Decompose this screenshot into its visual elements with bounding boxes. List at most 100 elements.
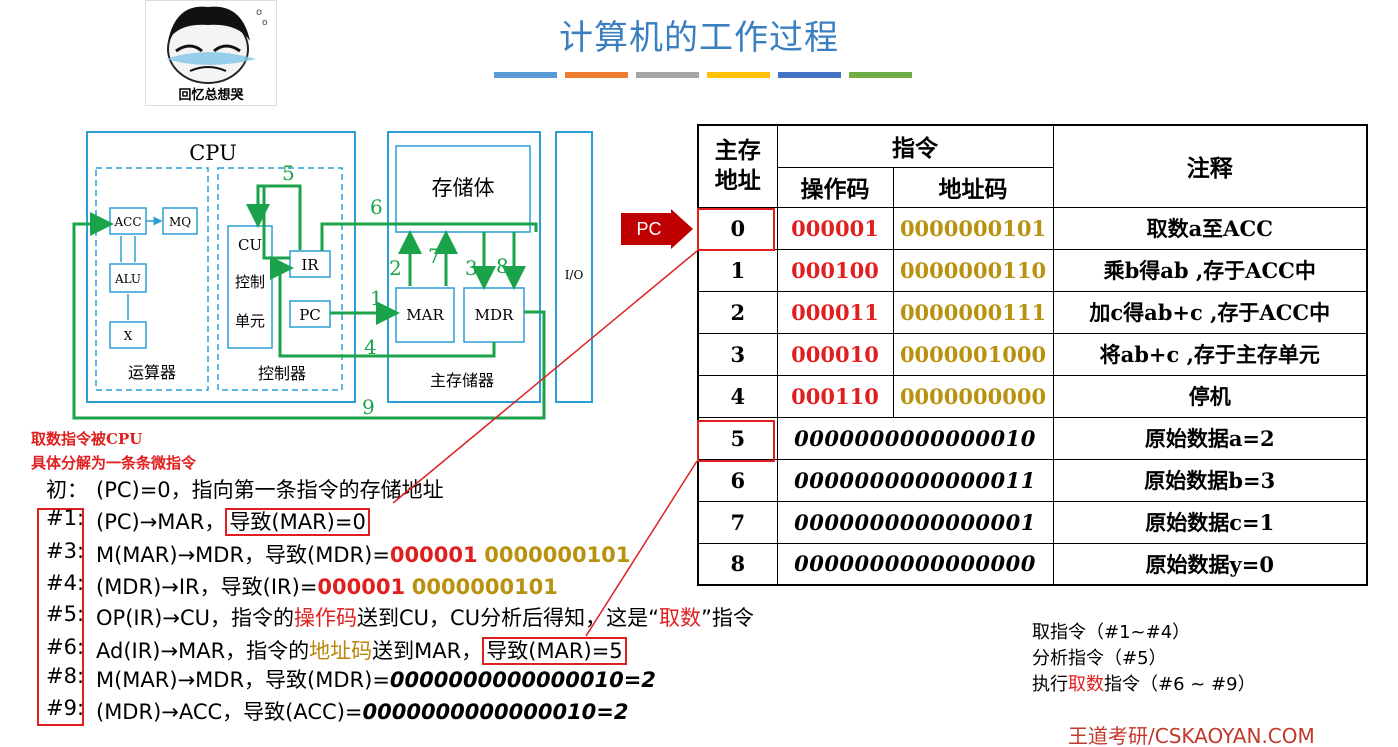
cu-label: CU [238,236,262,254]
title-color-bar [494,72,912,78]
phase-note-fetch: 取指令（#1~#4） [1032,622,1191,643]
pc-pointer-label: PC [636,219,661,239]
red-note-line2: 具体分解为一条条微指令 [31,454,197,472]
cell-address: 4 [697,374,778,418]
cell-address-code: 0000001000 [892,332,1054,376]
step-text: (MDR)→ACC，导致(ACC)=0000000000000010=2 [96,696,629,726]
phase-note-emphasis: 取数 [1068,674,1104,695]
step-number-8: 8 [496,254,509,278]
ir-register [289,250,331,278]
cell-address-code: 0000000111 [892,290,1054,334]
step-label: #8: [46,664,85,688]
path-ir-to-mar [320,222,538,251]
data-value: 0000000000000010=2 [389,668,656,692]
io-box [555,131,593,403]
opcode-term: 操作码 [294,606,357,630]
cell-note: 原始数据y=0 [1052,542,1368,586]
cpu-box [86,131,356,403]
address-value: 0000000101 [484,543,631,567]
step-label: #3: [46,539,85,563]
color-bar-segment [778,72,841,78]
storage-body [395,145,531,233]
cpu-label: CPU [189,141,237,165]
io-label: I/O [565,268,584,282]
alu-box [109,263,147,293]
mq-register [162,207,198,235]
alu-section [95,167,209,391]
red-note-line1: 取数指令被CPU [31,430,143,448]
alu-unit-label: 运算器 [128,363,176,382]
table-header-row: 主存地址 指令 注释 [697,124,1368,208]
alu-label: ALU [114,272,141,286]
cell-address-code: 0000000000 [892,374,1054,418]
table-row: 7 0000000000000001 原始数据c=1 [697,500,1368,544]
memory-contents-table: 主存地址 指令 注释 操作码 地址码 0 000001 0000000101 取… [697,124,1368,586]
slide-title: 计算机的工作过程 [559,18,839,58]
phase-notes: 取指令（#1~#4） 分析指令（#5） 执行取数指令（#6 ~ #9） [1032,620,1256,698]
color-bar-segment [849,72,912,78]
step-text: OP(IR)→CU，指令的操作码送到CU，CU分析后得知，这是“取数”指令 [96,602,754,632]
step-text-part: M(MAR)→MDR，导致(MDR)= [96,543,390,567]
cell-note: 取数a至ACC [1052,206,1368,250]
cell-address: 1 [697,248,778,292]
step-number-2: 2 [389,256,402,280]
fetch-term: 取数 [658,606,701,630]
cell-address: 0 [697,206,778,250]
cell-opcode: 000100 [776,248,894,292]
cell-address: 6 [697,458,778,502]
step-label: #5: [46,602,85,626]
cell-data: 0000000000000010 [776,416,1054,460]
mdr-label: MDR [475,306,514,324]
step-text: (PC)=0，指向第一条指令的存储地址 [96,478,444,502]
crying-face-icon: o o [166,6,268,84]
step-number-9: 9 [362,395,375,419]
cell-note: 乘b得ab ,存于ACC中 [1052,248,1368,292]
cell-note: 停机 [1052,374,1368,418]
step-text: M(MAR)→MDR，导致(MDR)=0000000000000010=2 [96,664,656,694]
address-5-highlight [697,420,775,462]
header-instruction: 指令 [776,124,1054,168]
header-address-code: 地址码 [892,166,1054,208]
step-text-part: 送到CU，CU分析后得知，这是“ [357,606,659,630]
highlighted-result: 导致(MAR)=0 [225,508,370,536]
table-row: 0 000001 0000000101 取数a至ACC [697,206,1368,250]
cell-address: 3 [697,332,778,376]
highlighted-result: 导致(MAR)=5 [482,637,627,665]
step-text-part: 送到MAR， [372,639,483,663]
brand-watermark: 王道考研/CSKAOYAN.COM [1068,724,1315,747]
step-number-6: 6 [370,195,383,219]
opcode-value: 000001 [317,575,406,599]
table-subheader-row: 操作码 地址码 [698,166,1367,208]
control-section [217,167,343,391]
x-register [109,321,147,349]
cell-data: 0000000000000011 [776,458,1054,502]
cell-opcode: 000010 [776,332,894,376]
address-0-highlight [697,208,775,251]
cell-opcode: 000110 [776,374,894,418]
step-text: (PC)→MAR，导致(MAR)=0 [96,506,370,536]
cell-address: 8 [697,542,778,586]
acc-label: ACC [113,215,141,229]
pc-register [289,300,331,328]
step-number-3: 3 [465,256,478,280]
meme-caption: 回忆总想哭 [178,88,244,103]
cell-address: 7 [697,500,778,544]
step-label: #4: [46,571,85,595]
step-text: (MDR)→IR，导致(IR)=000001 0000000101 [96,571,558,601]
cell-address-code: 0000000110 [892,248,1054,292]
header-note: 注释 [1052,124,1368,208]
step-text-part: M(MAR)→MDR，导致(MDR)= [96,668,390,692]
step-text: Ad(IR)→MAR，指令的地址码送到MAR，导致(MAR)=5 [96,635,627,665]
step-text-part: Ad(IR)→MAR，指令的 [96,639,310,663]
svg-text:o: o [256,7,262,18]
cell-note: 原始数据c=1 [1052,500,1368,544]
cell-data: 0000000000000000 [776,542,1054,586]
address-term: 地址码 [309,639,373,663]
step-number-7: 7 [428,244,441,268]
cell-data: 0000000000000001 [776,500,1054,544]
control-unit-label: 控制器 [258,364,306,383]
color-bar-segment [636,72,699,78]
step-text-part: OP(IR)→CU，指令的 [96,606,294,630]
step-number-4: 4 [364,335,377,359]
cu-label-line3: 单元 [235,312,265,330]
